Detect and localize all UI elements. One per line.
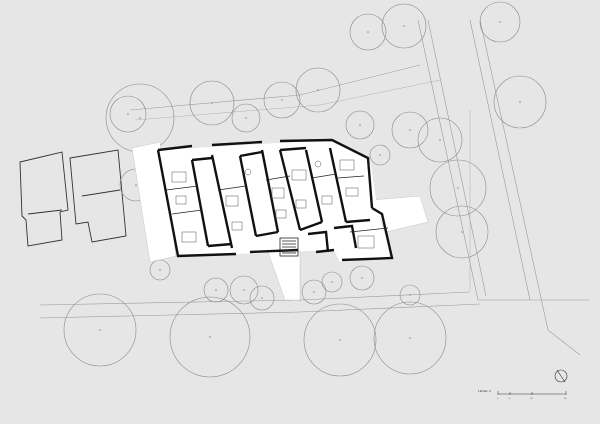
north-arrow-icon xyxy=(554,369,568,383)
scale-bar: LEVEL 0 0 5 10 20 xyxy=(478,389,567,400)
level-label: LEVEL 0 xyxy=(478,389,491,393)
scale-tick-5: 5 xyxy=(509,398,511,400)
neighbor-buildings xyxy=(19,149,127,247)
terraces xyxy=(131,141,429,301)
scale-tick-0: 0 xyxy=(497,398,499,400)
building-plan xyxy=(156,138,394,262)
trees xyxy=(63,1,547,378)
scale-tick-10: 10 xyxy=(530,398,533,400)
scale-tick-20: 20 xyxy=(564,398,567,400)
furniture xyxy=(171,159,375,249)
